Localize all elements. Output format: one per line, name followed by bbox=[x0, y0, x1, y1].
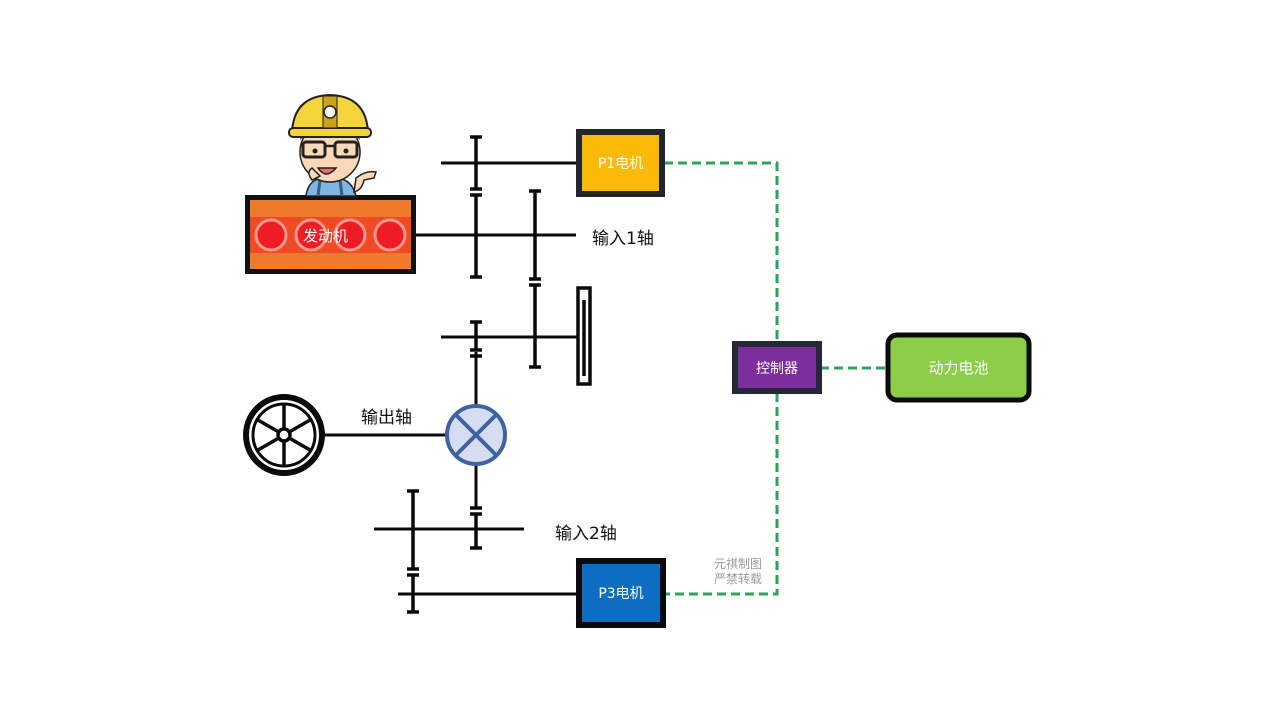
p1-motor-label: P1电机 bbox=[597, 156, 644, 172]
battery-box bbox=[885, 332, 1032, 403]
input1-shaft-label: 输入1轴 bbox=[592, 229, 654, 249]
battery-label: 动力电池 bbox=[928, 359, 989, 377]
gear-intermediate-large bbox=[529, 283, 541, 369]
gear-input1-small bbox=[529, 189, 541, 281]
cylinder bbox=[254, 218, 288, 252]
engine bbox=[245, 195, 416, 274]
gears bbox=[407, 135, 541, 614]
engine-cylinders bbox=[254, 218, 407, 252]
engine-label: 发动机 bbox=[303, 227, 349, 245]
controller-label: 控制器 bbox=[756, 360, 798, 377]
shafts bbox=[322, 161, 578, 596]
cylinder bbox=[333, 218, 367, 252]
p3-motor-label: P3电机 bbox=[598, 586, 644, 602]
link-controller-p3 bbox=[664, 393, 779, 596]
input2-shaft-label: 输入2轴 bbox=[555, 524, 617, 544]
p3-motor-box bbox=[576, 558, 666, 628]
cylinder bbox=[373, 218, 407, 252]
gear-intermediate-small bbox=[470, 320, 482, 352]
clutch bbox=[576, 286, 592, 386]
watermark-line2: 严禁转载 bbox=[713, 572, 762, 586]
p1-motor-box bbox=[576, 129, 665, 197]
electric-connections bbox=[664, 161, 888, 596]
watermark: 元祺制图 严禁转载 bbox=[700, 557, 762, 587]
output-shaft-label: 输出轴 bbox=[361, 408, 412, 428]
controller-box bbox=[732, 341, 822, 394]
gear-p1 bbox=[470, 135, 482, 191]
gear-input2-small bbox=[470, 512, 482, 550]
wheel-icon bbox=[243, 394, 325, 476]
gear-input2-large bbox=[407, 489, 419, 571]
engineer-mascot-icon bbox=[288, 93, 377, 197]
cylinder bbox=[294, 218, 328, 252]
link-p1-controller bbox=[664, 161, 779, 342]
gear-p3 bbox=[407, 573, 419, 614]
gear-input1-large bbox=[470, 193, 482, 279]
watermark-line1: 元祺制图 bbox=[713, 557, 762, 571]
differential-icon bbox=[445, 404, 507, 466]
